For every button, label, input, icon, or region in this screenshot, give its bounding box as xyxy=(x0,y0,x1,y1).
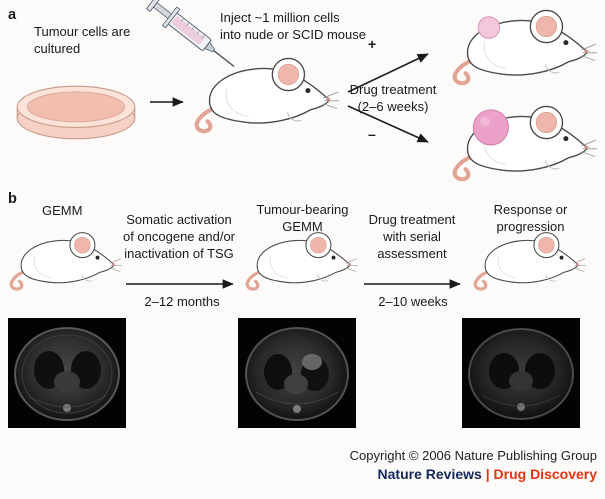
inject-caption: Inject ~1 million cells into nude or SCI… xyxy=(220,10,366,42)
somatic-activation-caption: Somatic activation of oncogene and/or in… xyxy=(122,212,236,261)
response-caption: Response or progression xyxy=(493,202,568,234)
nude-scid-mouse-icon xyxy=(190,50,342,140)
petri-dish-icon xyxy=(16,85,136,140)
copyright-text: Copyright © 2006 Nature Publishing Group xyxy=(349,448,597,463)
plus-sign: + xyxy=(368,36,377,52)
mri-scan-tumour xyxy=(238,318,356,428)
journal-branding: Nature Reviews | Drug Discovery xyxy=(350,466,597,482)
untreated-mouse-large-tumour-icon xyxy=(448,98,600,188)
mri-scan-followup xyxy=(462,318,580,428)
response-mouse-icon xyxy=(473,231,588,291)
mri-scan-baseline xyxy=(8,318,126,428)
journal-name: Nature Reviews xyxy=(377,466,482,482)
serial-treatment-caption: Drug treatment with serial assessment xyxy=(368,212,456,261)
gemm-mouse-icon xyxy=(9,231,124,291)
panel-b-label: b xyxy=(8,191,17,207)
tumour-bearing-gemm-mouse-icon xyxy=(245,231,360,291)
journal-separator: | xyxy=(485,466,490,482)
treatment-duration: 2–10 weeks xyxy=(378,294,448,309)
syringe-icon xyxy=(145,0,235,67)
journal-section: Drug Discovery xyxy=(493,466,597,482)
cultured-cells-caption: Tumour cells are cultured xyxy=(34,24,131,56)
drug-treatment-caption: Drug treatment (2–6 weeks) xyxy=(349,82,437,114)
panel-a-label: a xyxy=(8,7,17,23)
figure-footer: Copyright © 2006 Nature Publishing Group… xyxy=(350,448,597,482)
tumour-bearing-caption: Tumour-bearing GEMM xyxy=(256,202,349,234)
minus-sign: – xyxy=(368,126,376,142)
somatic-duration: 2–12 months xyxy=(144,294,220,309)
gemm-caption: GEMM xyxy=(42,203,83,218)
treated-mouse-small-tumour-icon xyxy=(448,2,600,92)
